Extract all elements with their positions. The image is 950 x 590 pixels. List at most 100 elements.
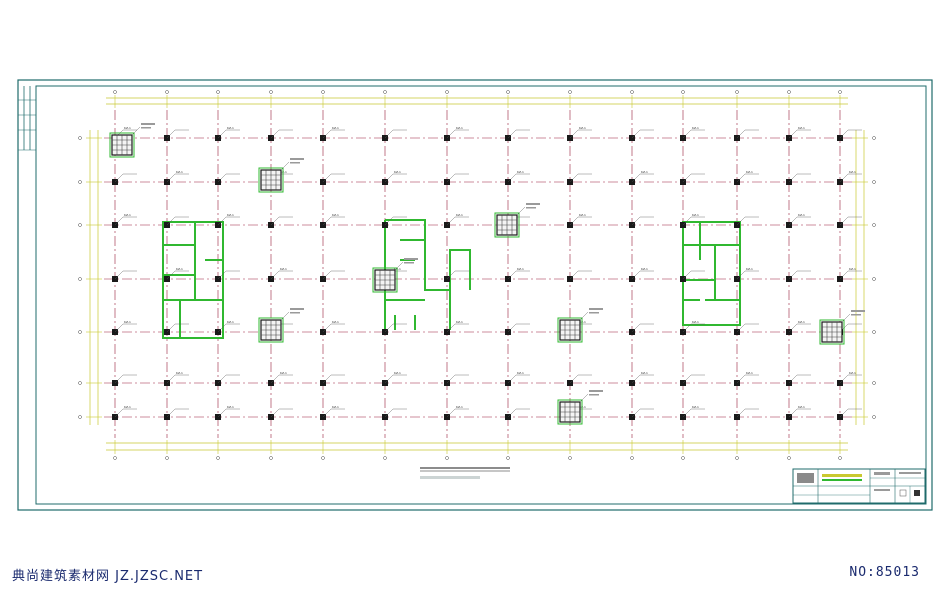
column-leader — [788, 270, 798, 280]
column-label: KZ-1 — [280, 371, 287, 375]
column-label: KZ-1 — [798, 213, 805, 217]
column-label: KZ-1 — [692, 320, 699, 324]
column-label: KZ-1 — [456, 405, 463, 409]
column-label: KZ-1 — [176, 170, 183, 174]
column-leader — [569, 374, 579, 384]
column-leader — [839, 216, 849, 226]
axis-bubble — [269, 90, 273, 94]
column-label: KZ-1 — [517, 170, 524, 174]
axis-bubble — [838, 456, 842, 460]
grid-lines — [104, 110, 852, 438]
column-leader — [736, 323, 746, 333]
column-leader — [569, 129, 579, 139]
column-section — [109, 123, 155, 158]
column-leader — [114, 173, 124, 183]
column-label: KZ-1 — [227, 405, 234, 409]
column-leader — [631, 216, 641, 226]
column-label: KZ-1 — [849, 267, 856, 271]
column-leader — [384, 323, 394, 333]
column-label: KZ-1 — [849, 371, 856, 375]
column-label: KZ-1 — [692, 213, 699, 217]
axis-bubble — [506, 90, 510, 94]
axis-bubble — [321, 456, 325, 460]
column-leader — [569, 216, 579, 226]
axis-bubble — [872, 330, 876, 334]
column-label: KZ-1 — [849, 170, 856, 174]
column-label: KZ-1 — [579, 320, 586, 324]
column-section — [557, 390, 603, 425]
column-label: KZ-1 — [746, 371, 753, 375]
column-leader — [446, 408, 456, 418]
column-label: KZ-1 — [798, 126, 805, 130]
column-label: KZ-1 — [746, 170, 753, 174]
column-leader — [217, 129, 227, 139]
column-leader — [736, 270, 746, 280]
column-leader — [507, 270, 517, 280]
column-label: KZ-1 — [692, 405, 699, 409]
column-leader — [507, 173, 517, 183]
column-label: KZ-1 — [692, 126, 699, 130]
column-leader — [682, 173, 692, 183]
site-watermark: 典尚建筑素材网 JZ.JZSC.NET — [12, 569, 204, 584]
title-block — [792, 468, 926, 504]
column-leader — [631, 129, 641, 139]
column-leader — [839, 408, 849, 418]
axis-bubble — [872, 381, 876, 385]
drawing-caption — [420, 467, 510, 479]
axis-bubble — [735, 90, 739, 94]
axis-bubble — [787, 90, 791, 94]
column-label: KZ-1 — [456, 320, 463, 324]
column-leader — [166, 173, 176, 183]
column-leader — [788, 216, 798, 226]
column-leader — [322, 374, 332, 384]
column-label: KZ-1 — [332, 213, 339, 217]
column-leader — [507, 323, 517, 333]
column-label: KZ-1 — [517, 371, 524, 375]
column-leader — [446, 374, 456, 384]
column-leader — [114, 374, 124, 384]
axis-bubble — [383, 456, 387, 460]
column-leader — [788, 129, 798, 139]
core-wall — [162, 221, 224, 339]
column-leader — [384, 129, 394, 139]
column-leader — [166, 374, 176, 384]
column-label: KZ-1 — [176, 267, 183, 271]
axis-bubble — [78, 381, 82, 385]
column-label: KZ-1 — [332, 405, 339, 409]
column-leader — [682, 129, 692, 139]
column-section — [819, 310, 865, 345]
column-label: KZ-1 — [280, 267, 287, 271]
column-leader — [166, 216, 176, 226]
core-wall — [683, 222, 740, 301]
column-leader — [114, 216, 124, 226]
axis-bubble — [78, 180, 82, 184]
axis-bubble — [630, 90, 634, 94]
column-leader — [631, 408, 641, 418]
column-leader — [322, 323, 332, 333]
column-leader — [322, 129, 332, 139]
column-leader — [631, 374, 641, 384]
column-leader — [270, 374, 280, 384]
axis-bubble — [506, 456, 510, 460]
column-leader — [736, 408, 746, 418]
column-label: KZ-1 — [227, 320, 234, 324]
column-section — [258, 158, 304, 193]
column-section — [258, 308, 304, 343]
column-label: KZ-1 — [227, 213, 234, 217]
column-leader — [839, 173, 849, 183]
column-leader — [446, 173, 456, 183]
column-leader — [217, 270, 227, 280]
column-leader — [166, 323, 176, 333]
column-leader — [839, 374, 849, 384]
axis-bubble — [445, 90, 449, 94]
column-label: KZ-1 — [746, 267, 753, 271]
column-label: KZ-1 — [456, 126, 463, 130]
column-label: KZ-1 — [798, 405, 805, 409]
axis-bubble — [383, 90, 387, 94]
column-label: KZ-1 — [579, 213, 586, 217]
axis-bubble — [78, 136, 82, 140]
column-leader — [270, 408, 280, 418]
column-label: KZ-1 — [124, 126, 131, 130]
column-label: KZ-1 — [394, 371, 401, 375]
